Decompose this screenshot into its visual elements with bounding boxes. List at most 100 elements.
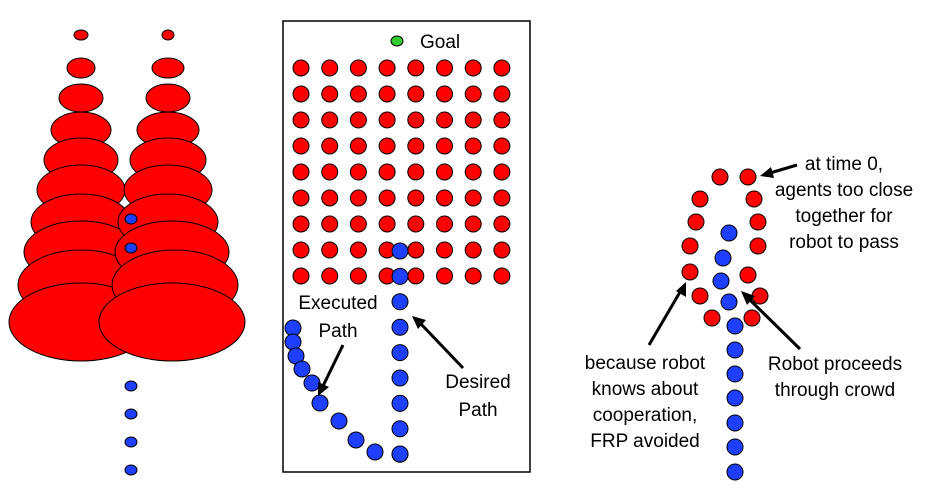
crowd-agent-grid xyxy=(292,59,511,285)
agent-uncertainty-ellipse xyxy=(73,29,89,41)
desired-path-point xyxy=(391,344,409,362)
crowd-agent xyxy=(321,137,339,155)
robot-path-point xyxy=(726,341,744,359)
crowd-agents-cooperative xyxy=(681,168,769,327)
crowd-agent xyxy=(739,266,757,284)
robot-dot xyxy=(124,213,138,225)
agent-uncertainty-ellipse xyxy=(66,57,96,79)
crowd-agent xyxy=(493,267,511,285)
goal-label: Goal xyxy=(420,32,460,53)
goal-marker xyxy=(390,35,404,47)
crowd-agent xyxy=(493,189,511,207)
crowd-agent xyxy=(321,59,339,77)
robot-path-point xyxy=(714,249,732,267)
crowd-agent xyxy=(464,215,482,233)
desired-path-dots xyxy=(391,242,409,463)
crowd-agent xyxy=(464,111,482,129)
desired-arrow xyxy=(419,322,465,370)
crowd-agent xyxy=(349,137,367,155)
crowd-agent xyxy=(407,85,425,103)
crowd-agent xyxy=(464,163,482,181)
time0-note-line1: at time 0, xyxy=(805,154,883,175)
crowd-agent xyxy=(292,189,310,207)
robot-path-point xyxy=(726,414,744,432)
robot-path-point xyxy=(720,293,738,311)
crowd-agent xyxy=(292,111,310,129)
crowd-agent xyxy=(321,163,339,181)
crowd-agent xyxy=(436,215,453,233)
crowd-agent xyxy=(349,111,367,129)
crowd-agent xyxy=(745,190,763,208)
time0-arrowhead xyxy=(760,167,774,178)
crowd-agent xyxy=(407,163,425,181)
cooperation-note-line2: knows about xyxy=(592,379,699,400)
crowd-agent xyxy=(321,241,339,259)
crowd-agent xyxy=(292,241,310,259)
executed-arrowhead xyxy=(318,382,329,396)
crowd-agent xyxy=(436,85,453,103)
crowd-agent xyxy=(349,85,367,103)
executed-path-point xyxy=(284,333,302,351)
executed-arrow xyxy=(321,344,345,387)
crowd-agent xyxy=(464,137,482,155)
crowd-agent xyxy=(436,59,453,77)
crowd-agent xyxy=(292,137,310,155)
crowd-agent xyxy=(349,215,367,233)
agent-uncertainty-ellipse xyxy=(98,282,246,362)
robot-path-point xyxy=(712,272,730,290)
robot-dot xyxy=(124,436,138,448)
executed-label-line1: Executed xyxy=(298,293,377,314)
desired-path-point xyxy=(391,242,409,260)
executed-path-point xyxy=(293,360,311,378)
crowd-agent xyxy=(378,59,396,77)
crowd-agent xyxy=(407,137,425,155)
cooperation-arrowhead xyxy=(676,282,686,297)
desired-path-point xyxy=(391,267,409,285)
cooperation-note-line3: cooperation, xyxy=(593,405,698,426)
desired-path-point xyxy=(391,369,409,387)
agent-right-uncertainty-ellipses xyxy=(98,29,246,362)
crowd-agent xyxy=(378,163,396,181)
desired-path-point xyxy=(391,318,409,336)
executed-label-line2: Path xyxy=(318,321,357,342)
crowd-agent xyxy=(464,267,482,285)
desired-path-point xyxy=(391,445,409,463)
robot-path-point xyxy=(726,463,744,481)
crowd-agent xyxy=(349,241,367,259)
executed-path-dots xyxy=(284,319,384,461)
robot-path-point xyxy=(726,317,744,335)
crowd-agent xyxy=(681,263,699,281)
crowd-agent xyxy=(436,189,453,207)
robot-path-point xyxy=(726,438,744,456)
crowd-agent xyxy=(407,215,425,233)
crowd-agent xyxy=(292,163,310,181)
crowd-agent xyxy=(493,59,511,77)
crowd-agent xyxy=(493,215,511,233)
crowd-agent xyxy=(681,237,699,255)
executed-path-point xyxy=(311,394,329,412)
crowd-agent xyxy=(378,111,396,129)
cooperation-arrow xyxy=(647,291,682,346)
agent-uncertainty-ellipse xyxy=(145,83,191,113)
crowd-agent xyxy=(749,213,767,231)
agent-uncertainty-ellipse xyxy=(161,29,175,41)
crowd-agent xyxy=(493,137,511,155)
robot-path-point xyxy=(726,365,744,383)
time0-note-line2: agents too close xyxy=(775,180,913,201)
proceeds-note-line1: Robot proceeds xyxy=(768,354,902,375)
crowd-agent xyxy=(321,215,339,233)
crowd-agent xyxy=(739,168,757,186)
crowd-agent xyxy=(407,189,425,207)
desired-path-point xyxy=(391,293,409,311)
agent-left-uncertainty-ellipses xyxy=(8,29,154,362)
crowd-agent xyxy=(407,111,425,129)
crowd-agent xyxy=(436,137,453,155)
panel-frame xyxy=(282,20,531,473)
agent-uncertainty-ellipse xyxy=(58,83,104,113)
crowd-agent xyxy=(743,309,761,327)
desired-arrowhead xyxy=(412,316,426,329)
robot-trajectory-right xyxy=(712,224,744,481)
crowd-agent xyxy=(407,59,425,77)
crowd-agent xyxy=(436,241,453,259)
